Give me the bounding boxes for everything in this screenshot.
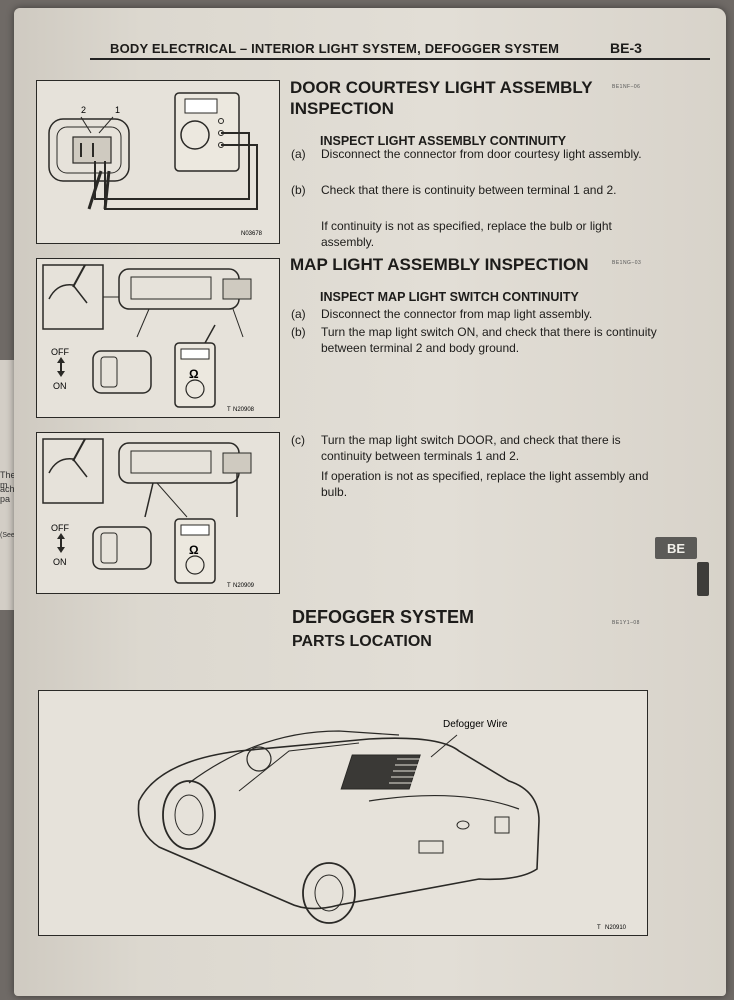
switch-off-label: OFF	[51, 347, 69, 357]
page-header: BODY ELECTRICAL – INTERIOR LIGHT SYSTEM,…	[90, 40, 710, 60]
step-text: Turn the map light switch ON, and check …	[321, 325, 657, 355]
underlying-text: (See p	[0, 532, 21, 539]
underlying-text: ach pa	[0, 484, 15, 504]
figure-map-light-on: Ω OFF ON N20908 T	[36, 258, 280, 418]
step-text: Disconnect the connector from door court…	[321, 147, 642, 161]
car-diagram: Defogger Wire N20910 T	[137, 719, 627, 931]
door-courtesy-heading: DOOR COURTESY LIGHT ASSEMBLY	[290, 78, 593, 97]
page-number: BE-3	[610, 40, 642, 56]
map-light-heading: MAP LIGHT ASSEMBLY INSPECTION	[290, 255, 589, 274]
figure-id: N03678	[241, 231, 263, 237]
door-courtesy-note: If continuity is not as specified, repla…	[321, 219, 612, 249]
step-marker: (a)	[291, 147, 306, 161]
figure-id: N20908	[233, 407, 255, 413]
map-light-subheading: INSPECT MAP LIGHT SWITCH CONTINUITY	[320, 290, 579, 304]
figure-map-light-door: Ω OFF ON N20909 T	[36, 432, 280, 594]
map-light-note: If operation is not as specified, replac…	[321, 469, 649, 499]
step-text: Disconnect the connector from map light …	[321, 307, 593, 321]
terminal-label-2: 2	[81, 105, 86, 115]
header-title: BODY ELECTRICAL – INTERIOR LIGHT SYSTEM,…	[110, 41, 560, 56]
switch-off-label: OFF	[51, 523, 69, 533]
switch-on-label: ON	[53, 557, 67, 567]
figure-door-courtesy: 2 1 N03678	[36, 80, 280, 244]
defogger-wire-label: Defogger Wire	[443, 719, 508, 730]
terminal-label-1: 1	[115, 105, 120, 115]
section-code: BE1NF–06	[612, 84, 641, 90]
figure-id: N20909	[233, 583, 255, 589]
map-light-door-diagram: Ω OFF ON N20909 T	[42, 438, 255, 589]
step-marker: (b)	[291, 325, 306, 339]
figure-id: N20910	[605, 925, 627, 931]
figure-t-mark: T	[597, 925, 601, 931]
ohm-symbol: Ω	[189, 367, 199, 381]
section-tab-be[interactable]: BE	[655, 537, 697, 559]
door-courtesy-subheading: INSPECT LIGHT ASSEMBLY CONTINUITY	[320, 134, 567, 148]
section-code: BE1NG–03	[612, 260, 642, 266]
step-marker: (b)	[291, 183, 306, 197]
map-light-on-diagram: Ω OFF ON N20908 T	[42, 264, 255, 413]
door-courtesy-heading-cont: INSPECTION	[290, 99, 394, 118]
step-text: Turn the map light switch DOOR, and chec…	[321, 433, 621, 463]
figure-t-mark: T	[227, 407, 231, 413]
defogger-heading: DEFOGGER SYSTEM	[292, 607, 475, 627]
binder-clip	[697, 562, 709, 596]
switch-on-label: ON	[53, 381, 67, 391]
figure-t-mark: T	[227, 583, 231, 589]
defogger-subheading: PARTS LOCATION	[292, 633, 432, 650]
step-marker: (a)	[291, 307, 306, 321]
door-courtesy-diagram: 2 1 N03678	[48, 92, 263, 237]
ohm-symbol: Ω	[189, 543, 199, 557]
step-text: Check that there is continuity between t…	[321, 183, 617, 197]
underlying-text: The m	[0, 470, 16, 490]
step-marker: (c)	[291, 433, 305, 447]
figure-defogger-parts-location: Defogger Wire N20910 T	[38, 690, 648, 936]
section-code: BE1Y1–08	[612, 620, 640, 626]
